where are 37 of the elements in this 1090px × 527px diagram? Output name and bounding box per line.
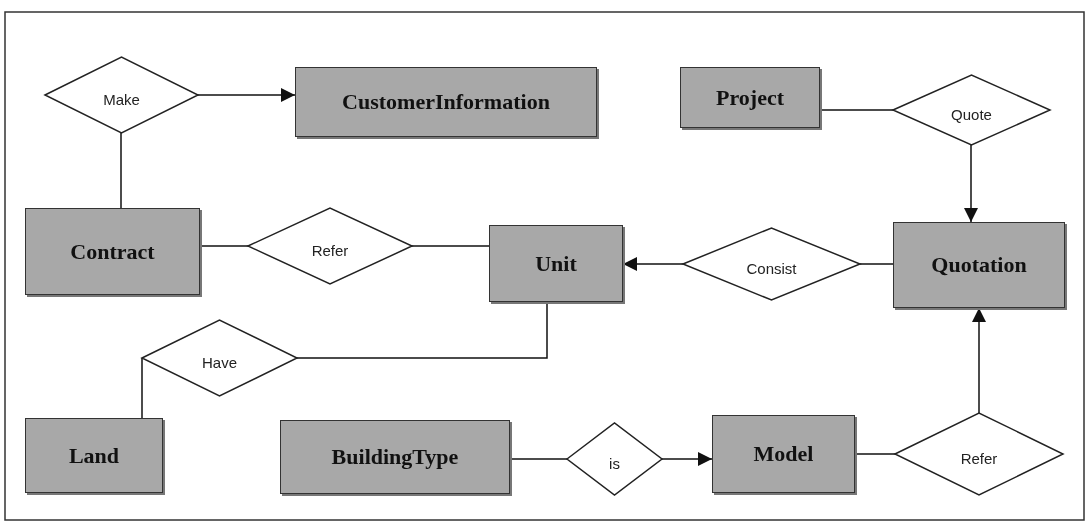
relationship-label: Consist [746, 259, 797, 277]
relationship-label: Refer [311, 241, 349, 259]
entity-box [712, 415, 855, 493]
entity-box [680, 67, 820, 128]
entity-name: Quotation [931, 252, 1027, 278]
arrow [964, 144, 978, 223]
entity-box [295, 67, 597, 137]
relationship-label: Have [202, 353, 237, 371]
entity-name: CustomerInformation [342, 89, 550, 115]
entity-box [893, 222, 1065, 308]
entity-name: Contract [70, 238, 155, 265]
connector-line [120, 132, 122, 209]
entity-box [280, 420, 510, 494]
connector-line [296, 301, 548, 359]
relationship-label: Refer [960, 449, 998, 467]
arrow [661, 452, 713, 466]
connector-line [199, 245, 249, 247]
entity-name: Land [68, 442, 120, 469]
connector-line [411, 245, 490, 247]
connector-line [141, 357, 143, 419]
arrow [197, 88, 296, 102]
connector-line [859, 263, 894, 265]
arrow [972, 307, 986, 414]
entity-name: Model [753, 441, 814, 467]
entity-name: Unit [535, 250, 577, 277]
connector-line [854, 453, 896, 455]
connector-line [509, 458, 568, 460]
connector-line [819, 109, 894, 111]
entity-box [489, 225, 623, 302]
entity-box [25, 208, 200, 295]
relationship-label: Quote [951, 105, 992, 123]
entity-box [25, 418, 163, 493]
arrow [622, 257, 684, 271]
relationship-label: Make [103, 90, 140, 108]
entity-name: Project [716, 84, 784, 111]
relationship-label: is [609, 454, 620, 472]
entity-name: BuildingType [331, 444, 459, 470]
